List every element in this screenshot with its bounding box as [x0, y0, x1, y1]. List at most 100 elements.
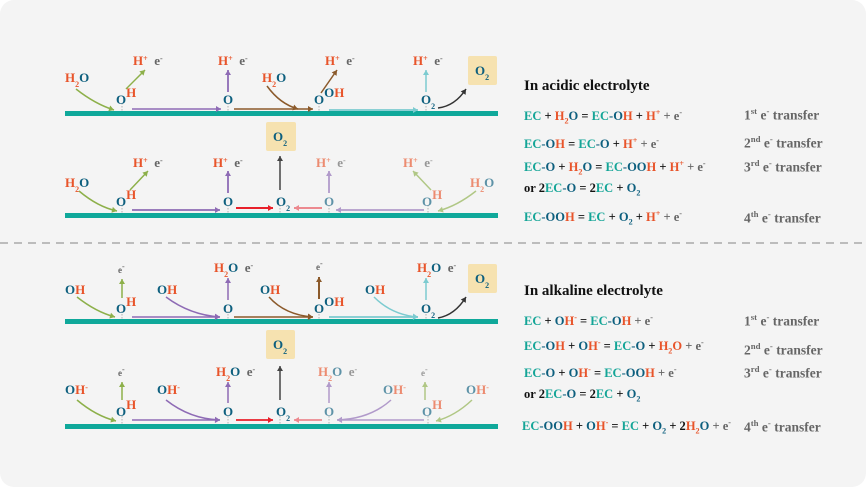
formula-part: +: [223, 156, 228, 165]
arrowhead-icon: [225, 70, 231, 75]
formula-part: H: [334, 85, 344, 100]
alkaline-equation-3: EC-O + OH- = EC-OOH + e-: [524, 365, 677, 381]
formula-part: O: [116, 301, 126, 316]
oh-adsorbate: OH: [116, 187, 136, 210]
oh-adsorbate: OH: [116, 294, 136, 317]
acidic-equation-3-alt: or 2EC-O = 2EC + O2: [524, 181, 640, 198]
formula-part: -O: [541, 366, 556, 381]
formula-part: EC: [613, 339, 632, 354]
arrowhead-icon: [277, 156, 283, 161]
catalyst-surface: [65, 319, 498, 324]
alkaline-step-label-3: 3rd e- transfer: [744, 364, 822, 382]
formula-part: 2: [431, 102, 435, 111]
formula-part: e: [428, 53, 441, 68]
formula-part: O: [475, 271, 485, 286]
formula-part: H: [126, 187, 136, 202]
electron-label: e-: [316, 259, 323, 273]
formula-part: H: [555, 339, 565, 354]
formula-part: = 2: [576, 387, 596, 401]
formula-part: th: [750, 418, 759, 428]
formula-part: +: [143, 54, 148, 63]
h2o-label: H2O: [65, 175, 89, 194]
formula-part: O: [626, 181, 637, 195]
formula-part: O: [554, 314, 565, 329]
formula-part: EC: [591, 109, 610, 124]
o2-product: O2: [475, 63, 489, 82]
formula-part: 2: [75, 185, 79, 194]
catalyst-surface: [65, 213, 498, 218]
formula-part: O: [431, 260, 441, 275]
formula-part: 1: [744, 313, 751, 329]
formula-part: +: [555, 160, 569, 175]
arrowhead-icon: [108, 105, 114, 112]
arrowhead-icon: [326, 382, 332, 387]
alkaline-equation-1: EC + OH- = EC-OH + e-: [524, 313, 653, 329]
oh-adsorbate: OH: [116, 85, 136, 108]
formula-part: e: [758, 210, 768, 226]
formula-part: =: [574, 210, 589, 225]
arrowhead-icon: [292, 104, 298, 111]
formula-part: H: [375, 282, 385, 297]
alkaline-pathway-1: OH OH e- OH O H2O e- OH OOH e- OH O2 H2O…: [65, 259, 498, 324]
formula-part: O: [223, 194, 233, 209]
formula-part: -: [679, 108, 683, 117]
formula-part: -: [160, 156, 163, 165]
formula-part: -: [650, 313, 653, 322]
oh-minus-label: OH-: [466, 382, 489, 397]
formula-part: 2: [226, 374, 230, 383]
formula-part: H: [318, 364, 328, 379]
formula-part: -O: [607, 314, 622, 329]
formula-part: -: [605, 418, 609, 427]
formula-part: + e: [684, 160, 703, 175]
formula-part: e: [316, 262, 320, 272]
formula-part: O: [276, 70, 286, 85]
formula-part: +: [565, 339, 579, 354]
arrowhead-icon: [142, 171, 148, 177]
formula-part: + e: [660, 109, 680, 124]
formula-part: e: [340, 53, 353, 68]
formula-part: 2: [272, 80, 276, 89]
formula-part: EC: [524, 366, 542, 381]
formula-part: H: [216, 364, 226, 379]
formula-part: H: [623, 137, 633, 152]
formula-part: O: [276, 404, 286, 419]
formula-part: EC: [578, 137, 596, 152]
arrowhead-icon: [422, 382, 428, 387]
formula-part: 4: [744, 210, 751, 226]
formula-part: -: [767, 209, 771, 219]
formula-part: O: [383, 382, 393, 397]
hplus-e-label: H+ e-: [213, 155, 243, 170]
formula-part: O: [260, 282, 270, 297]
arrowhead-icon: [331, 70, 337, 76]
arrow: [336, 399, 392, 421]
formula-part: H: [413, 53, 423, 68]
formula-part: -: [701, 338, 704, 347]
formula-part: st: [750, 106, 758, 116]
acidic-pathway-2: O2 H2O OH H+ e- O H+ e- O2 O H+ e- OH H+…: [65, 122, 498, 218]
formula-part: transfer: [769, 313, 820, 329]
formula-part: +: [655, 209, 661, 218]
formula-part: H: [588, 339, 598, 354]
alkaline-step-label-4: 4th e- transfer: [744, 418, 821, 436]
alkaline-pathway-2: O2 OH- OH e- OH- O H2O e- O2 O H2O e- OH…: [65, 330, 498, 429]
formula-part: -: [355, 365, 358, 374]
catalyst-surface: [65, 424, 498, 429]
formula-part: O: [228, 260, 238, 275]
formula-part: EC: [588, 210, 606, 225]
formula-part: -: [454, 261, 457, 270]
formula-part: H: [133, 53, 143, 68]
arrow: [75, 88, 115, 111]
h2o-e-label: H2O e-: [216, 364, 256, 383]
ooh-adsorbate: OOH: [314, 85, 344, 108]
formula-part: e: [760, 135, 770, 151]
formula-part: O: [422, 194, 432, 209]
formula-part: -: [251, 261, 254, 270]
formula-part: +: [326, 156, 331, 165]
formula-part: -O: [631, 339, 646, 354]
formula-part: O: [475, 63, 485, 78]
h2o-label: H2O: [262, 70, 286, 89]
o2-product-box: [266, 330, 295, 359]
formula-part: 3: [744, 159, 751, 175]
formula-part: H: [214, 260, 224, 275]
arrowhead-icon: [336, 207, 341, 213]
